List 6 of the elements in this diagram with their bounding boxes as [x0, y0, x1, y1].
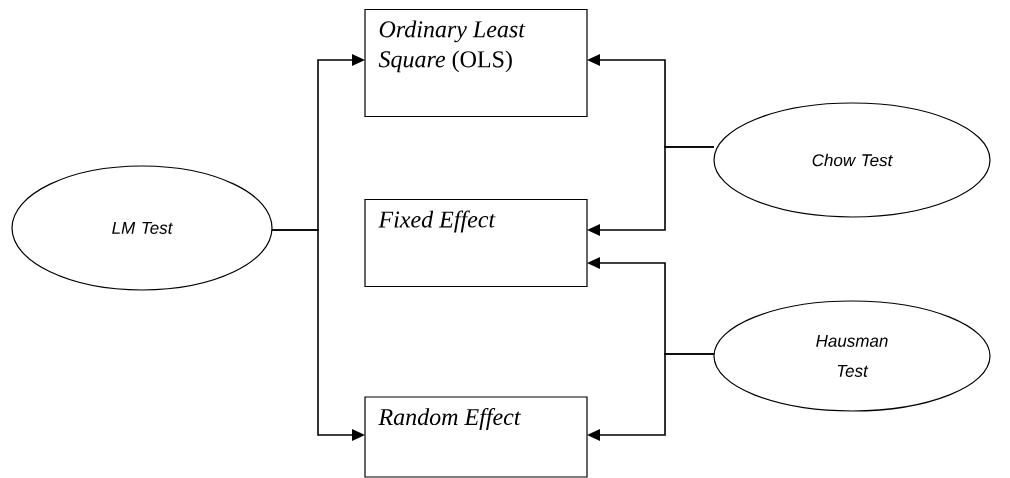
- process-box: Random Effect: [364, 396, 588, 478]
- process-box: Ordinary Least Square (OLS): [364, 8, 588, 118]
- arrow: [587, 146, 715, 236]
- process-box: Fixed Effect: [364, 198, 588, 288]
- arrow: [271, 229, 365, 441]
- arrow: [587, 353, 715, 441]
